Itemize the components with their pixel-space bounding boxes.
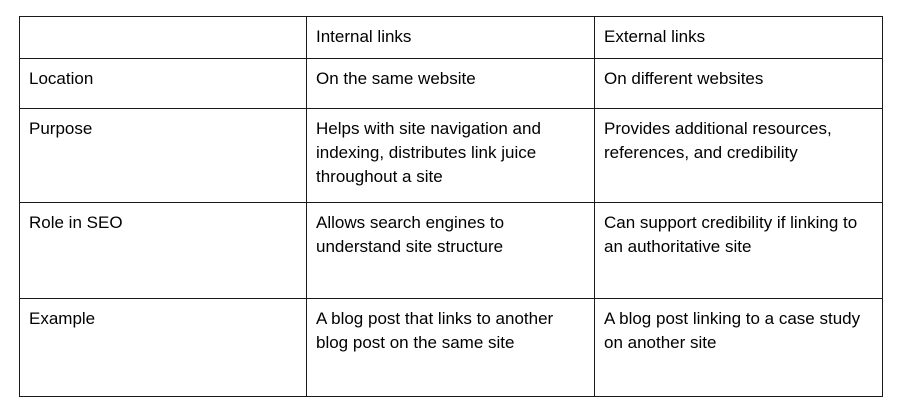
header-cell-blank <box>19 16 307 59</box>
cell-example-external: A blog post linking to a case study on a… <box>594 298 883 397</box>
table-header: Internal links External links <box>19 16 883 59</box>
cell-location-internal: On the same website <box>306 58 595 109</box>
table-row: Role in SEO Allows search engines to und… <box>19 202 883 299</box>
row-label-example: Example <box>19 298 307 397</box>
row-label-role-in-seo: Role in SEO <box>19 202 307 299</box>
table-row: Example A blog post that links to anothe… <box>19 298 883 397</box>
table-row: Location On the same website On differen… <box>19 58 883 109</box>
cell-purpose-internal: Helps with site navigation and indexing,… <box>306 108 595 203</box>
header-cell-internal-links: Internal links <box>306 16 595 59</box>
table-body: Location On the same website On differen… <box>19 58 883 397</box>
header-cell-external-links: External links <box>594 16 883 59</box>
row-label-location: Location <box>19 58 307 109</box>
cell-location-external: On different websites <box>594 58 883 109</box>
cell-role-in-seo-internal: Allows search engines to understand site… <box>306 202 595 299</box>
cell-purpose-external: Provides additional resources, reference… <box>594 108 883 203</box>
cell-example-internal: A blog post that links to another blog p… <box>306 298 595 397</box>
table-row: Purpose Helps with site navigation and i… <box>19 108 883 203</box>
row-label-purpose: Purpose <box>19 108 307 203</box>
cell-role-in-seo-external: Can support credibility if linking to an… <box>594 202 883 299</box>
internal-vs-external-links-table: Internal links External links Location O… <box>19 16 883 397</box>
table-header-row: Internal links External links <box>19 16 883 59</box>
